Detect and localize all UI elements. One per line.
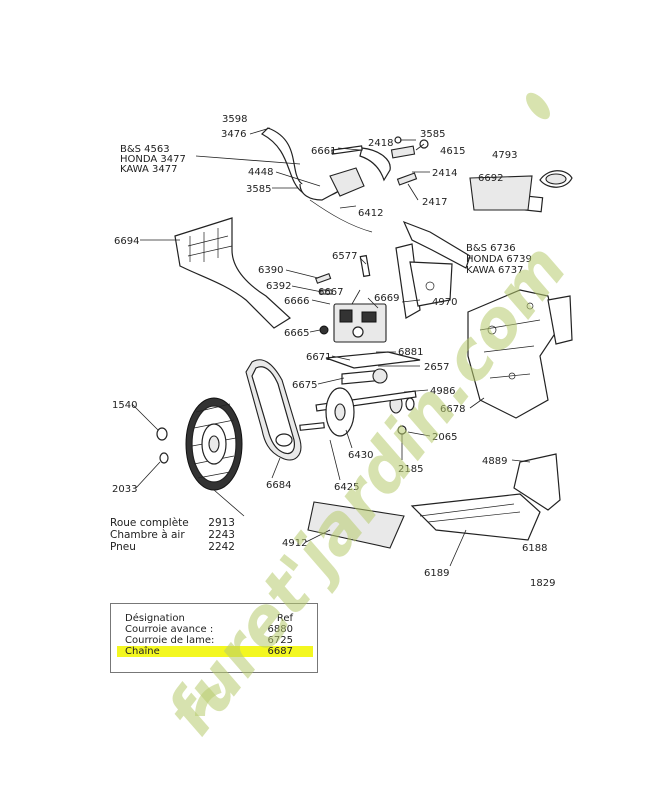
left-shield-drawing (174, 217, 291, 329)
label-kawa3477: KAWA 3477 (120, 164, 178, 175)
label-6665: 6665 (284, 328, 309, 339)
label-6694: 6694 (114, 236, 139, 247)
wheel-row-ref: 2913 (208, 517, 235, 529)
label-4986: 4986 (430, 386, 455, 397)
label-6412: 6412 (358, 208, 383, 219)
label-2185: 2185 (398, 464, 423, 475)
label-kawa6737: KAWA 6737 (466, 265, 524, 276)
label-4615: 4615 (440, 146, 465, 157)
label-18294: 1829 (530, 578, 555, 589)
label-6188: 6188 (522, 543, 547, 554)
wheel-row-ref: 2243 (208, 529, 235, 541)
chain-case-drawing (245, 359, 325, 461)
leader-lines (131, 127, 531, 567)
label-3585-left: 3585 (246, 184, 271, 195)
part-labels: 3598 3476 B&S 4563 HONDA 3477 KAWA 3477 … (112, 114, 555, 589)
wheel-row: Pneu 2242 (110, 541, 235, 553)
wheel-row: Chambre à air 2243 (110, 529, 235, 541)
label-bs4563: B&S 4563 (120, 144, 170, 155)
wheel-row-name: Chambre à air (110, 529, 185, 541)
legend-row-name: Courroie avance : (125, 624, 214, 635)
wheel-row: Roue complète 2913 (110, 517, 235, 529)
label-honda6739: HONDA 6739 (466, 254, 532, 265)
frame-drawing (395, 220, 471, 319)
label-honda3477: HONDA 3477 (120, 154, 186, 165)
label-6661: 6661 (311, 146, 336, 157)
legend-row: Courroie avance : 6880 (125, 624, 313, 635)
label-6692: 6692 (478, 173, 503, 184)
legend-header-name: Désignation (125, 613, 185, 624)
label-2418: 2418 (368, 138, 393, 149)
label-3476: 3476 (221, 129, 246, 140)
label-6666: 6666 (284, 296, 309, 307)
label-6881: 6881 (398, 347, 423, 358)
label-6678: 6678 (440, 404, 465, 415)
label-2417: 2417 (422, 197, 447, 208)
legend-header-ref: Ref (276, 613, 293, 624)
label-4793: 4793 (492, 150, 517, 161)
label-4889: 4889 (482, 456, 507, 467)
label-6669: 6669 (374, 293, 399, 304)
wheel-row-ref: 2242 (208, 541, 235, 553)
label-2414: 2414 (432, 168, 457, 179)
wheel-row-name: Roue complète (110, 517, 189, 529)
legend-row: Courroie de lame: 6725 (125, 635, 313, 646)
label-6667: 6667 (318, 287, 343, 298)
label-top-clipped: 3598 (222, 114, 247, 125)
label-2033: 2033 (112, 484, 137, 495)
label-6684: 6684 (266, 480, 291, 491)
label-6392: 6392 (266, 281, 291, 292)
bottom-plates-drawing (307, 175, 561, 549)
legend-row-ref: 6725 (267, 635, 293, 646)
label-6425: 6425 (334, 482, 359, 493)
wheel-drawing (156, 397, 243, 491)
legend-row-highlighted: Chaîne 6687 (117, 646, 313, 657)
legend-row-ref: 6880 (267, 624, 293, 635)
label-4448: 4448 (248, 167, 273, 178)
label-1540: 1540 (112, 400, 137, 411)
label-2065: 2065 (432, 432, 457, 443)
label-6430: 6430 (348, 450, 373, 461)
label-6390: 6390 (258, 265, 283, 276)
legend-row-name: Courroie de lame: (125, 635, 215, 646)
label-6671: 6671 (306, 352, 331, 363)
label-6577: 6577 (332, 251, 357, 262)
label-bs6736: B&S 6736 (466, 243, 516, 254)
label-3585-right: 3585 (420, 129, 445, 140)
label-6189: 6189 (424, 568, 449, 579)
legend-header: Désignation Ref (125, 613, 313, 624)
label-4912: 4912 (282, 538, 307, 549)
legend-row-name: Chaîne (125, 646, 160, 657)
label-2657: 2657 (424, 362, 449, 373)
legend-row-ref: 6687 (267, 646, 293, 657)
chassis-drawing (467, 289, 573, 419)
wheel-row-name: Pneu (110, 541, 136, 553)
label-4970: 4970 (432, 297, 457, 308)
label-6675: 6675 (292, 380, 317, 391)
legend-table: Désignation Ref Courroie avance : 6880 C… (110, 603, 318, 673)
gearbox-drawing (315, 254, 421, 437)
wheel-parts-list: Roue complète 2913 Chambre à air 2243 Pn… (110, 517, 235, 553)
